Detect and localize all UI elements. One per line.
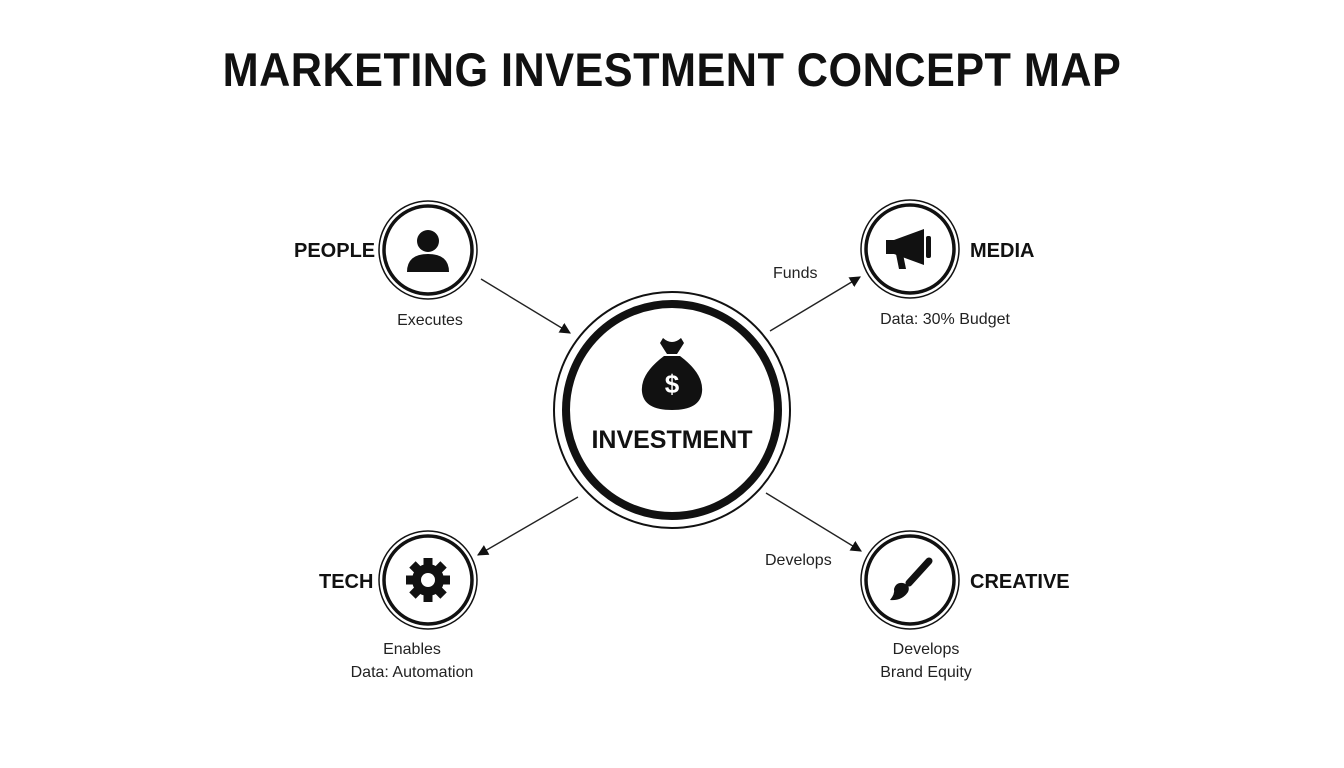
megaphone-icon [886,229,931,269]
creative-note-line-2: Brand Equity [880,664,972,681]
person-icon [407,230,449,272]
money-bag-icon: $ [641,338,703,410]
edge-investment-to-creative [765,492,862,552]
media-note-line: Data: 30% Budget [880,311,1010,328]
creative-note: Develops Brand Equity [826,638,1026,684]
media-node [860,199,960,299]
media-label: MEDIA [970,240,1035,262]
investment-label: INVESTMENT [591,426,753,454]
people-note: Executes [330,309,530,332]
edge-investment-to-media [769,276,861,332]
people-node [378,200,478,300]
tech-note-line-2: Data: Automation [350,664,474,681]
svg-text:$: $ [665,369,680,399]
investment-node: $ [553,291,791,529]
people-note-line: Executes [397,312,463,329]
tech-note: Enables Data: Automation [312,638,512,684]
edge-label-funds: Funds [773,265,818,282]
paintbrush-icon [890,557,933,601]
media-note: Data: 30% Budget [845,308,1045,331]
people-label: PEOPLE [294,240,376,262]
edge-investment-to-tech [477,496,579,556]
tech-note-line-1: Enables [383,641,441,658]
tech-node [378,530,478,630]
gear-icon [406,558,450,602]
creative-node [860,530,960,630]
creative-label: CREATIVE [970,571,1070,593]
creative-note-line-1: Develops [892,641,960,658]
tech-label: TECH [319,571,374,593]
edge-people-to-investment [480,278,571,334]
edge-label-develops: Develops [765,552,832,569]
page-title: MARKETING INVESTMENT CONCEPT MAP [222,43,1122,96]
